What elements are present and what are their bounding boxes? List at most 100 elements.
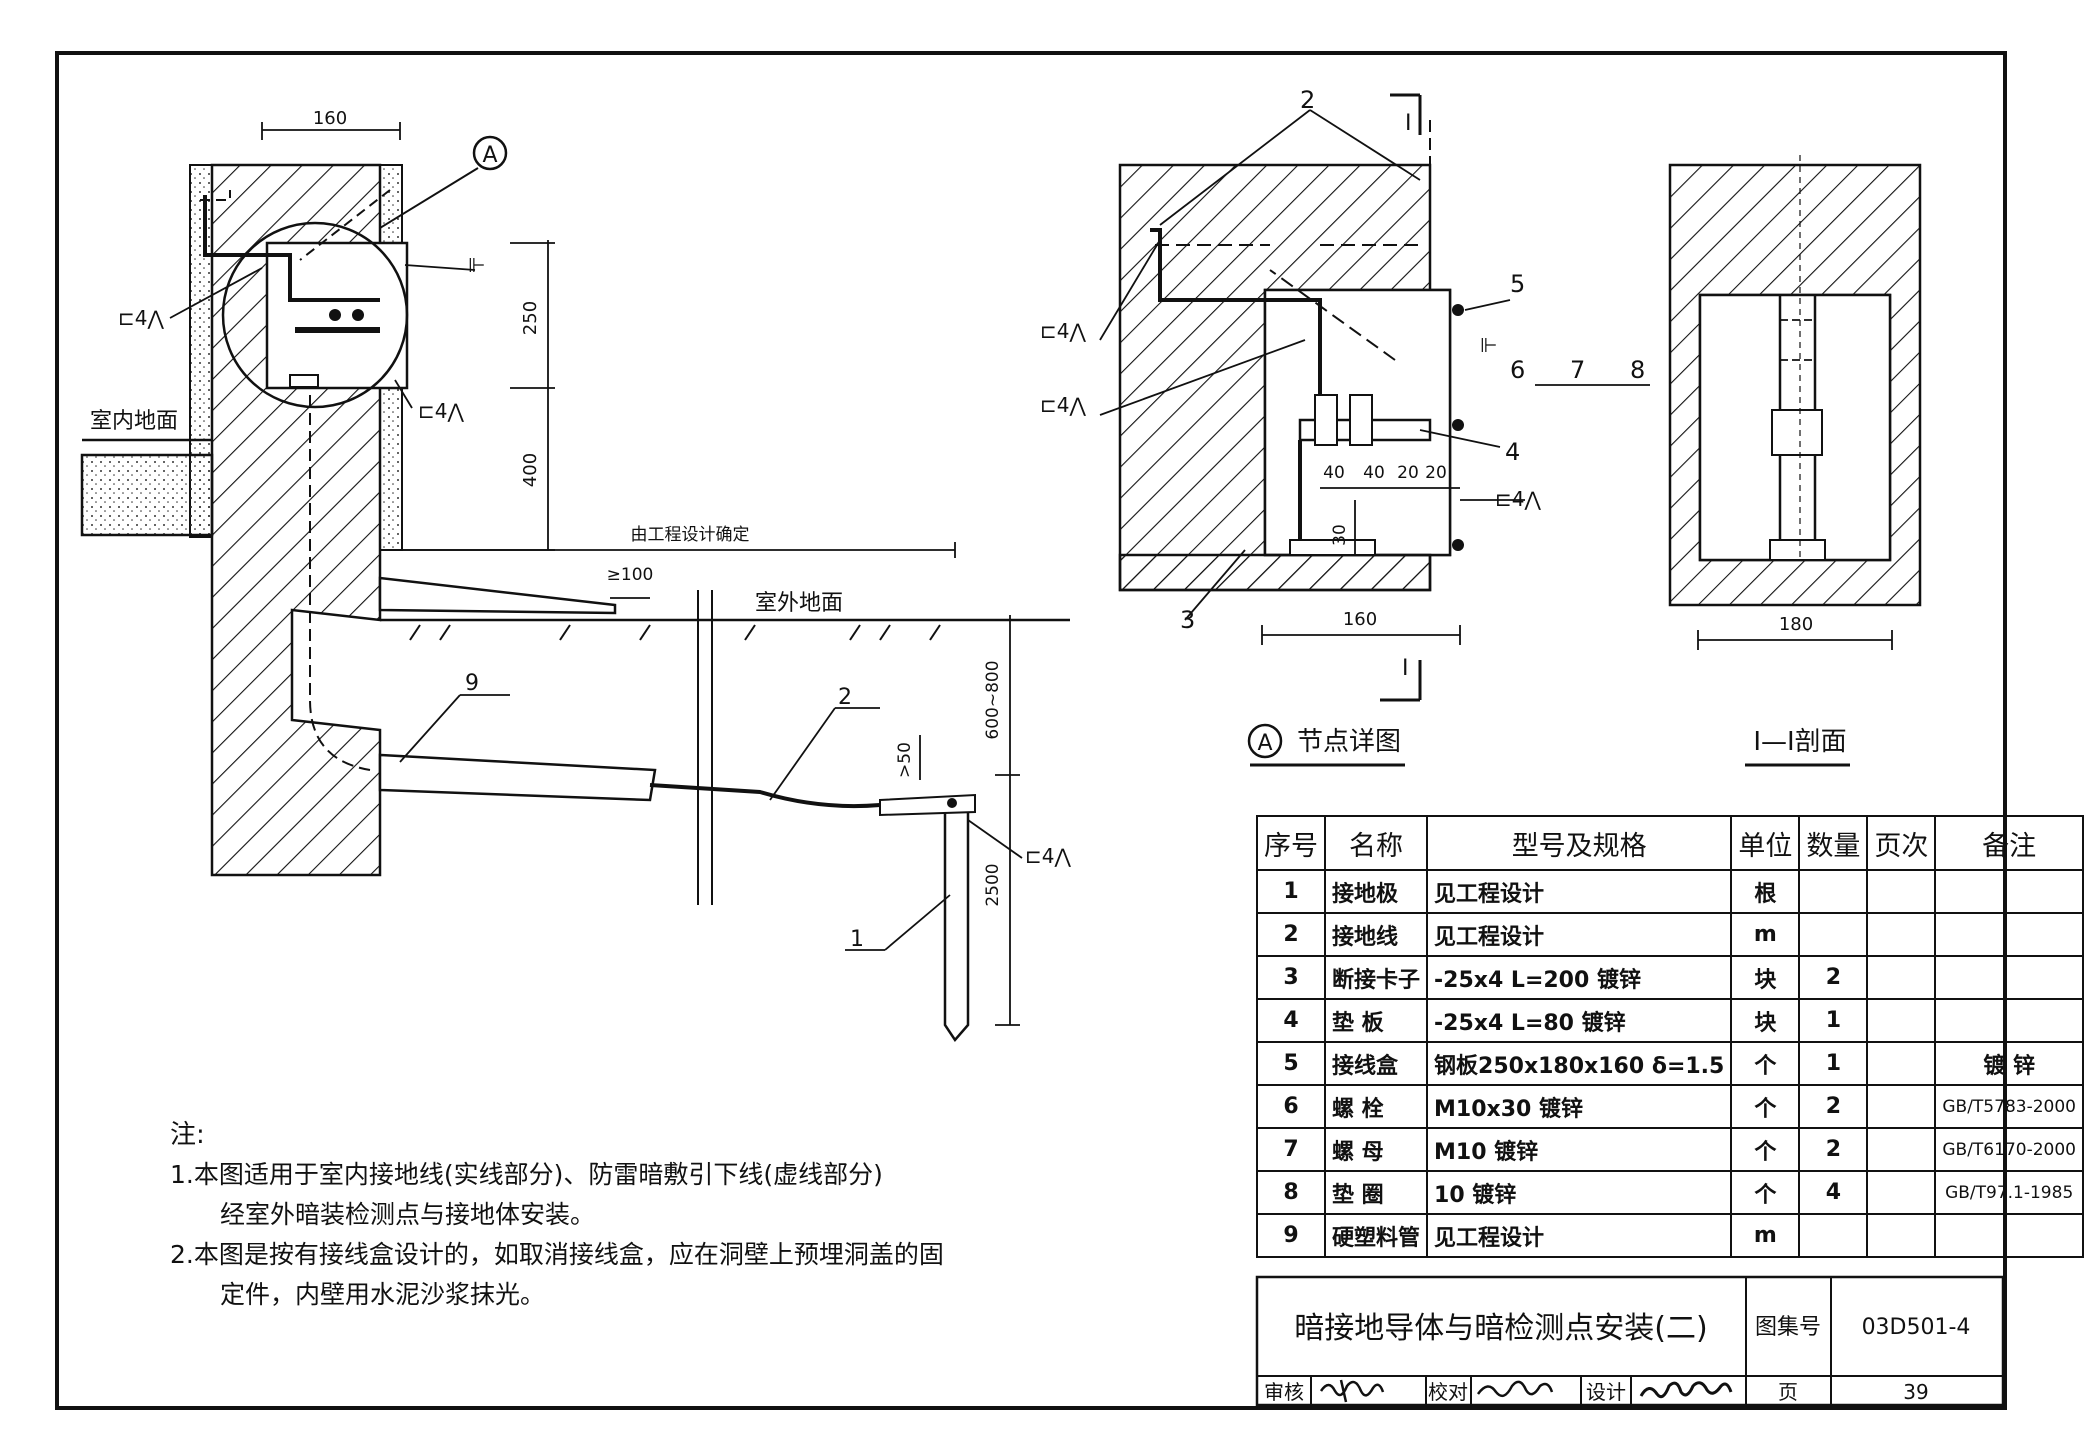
header-spec: 型号及规格 [1426, 815, 1733, 871]
detail-callout-circle [221, 221, 409, 409]
dim-40b: 40 [1363, 463, 1385, 483]
table-row: 1 接地极 见工程设计 根 [1256, 869, 2084, 914]
clamp-mark: ⊩ [468, 253, 485, 277]
callout-7: 7 [1570, 356, 1585, 384]
row-page [1866, 1170, 1937, 1215]
callout-5: 5 [1510, 270, 1525, 298]
detail-title: 节点详图 [1297, 727, 1401, 757]
callout-6: 6 [1510, 356, 1525, 384]
row-qty [1798, 869, 1869, 914]
dim-by-design: 由工程设计确定 [631, 525, 750, 545]
callout-2-detail: 2 [1300, 86, 1315, 114]
row-note [1934, 998, 2084, 1043]
weld-mark-3: ⊏4⋀ [1025, 844, 1071, 868]
row-no: 7 [1256, 1127, 1326, 1172]
row-qty [1798, 912, 1869, 957]
section-i-i: 180 I—I剖面 [1668, 155, 1922, 767]
row-no: 9 [1256, 1213, 1326, 1258]
header-name: 名称 [1323, 815, 1429, 871]
label-outdoor-ground: 室外地面 [755, 591, 843, 616]
header-note: 备注 [1934, 815, 2084, 871]
row-spec: M10 镀锌 [1426, 1127, 1733, 1172]
row-no: 3 [1256, 955, 1326, 1000]
signature-check [1476, 1380, 1554, 1398]
drawing-frame [55, 51, 2007, 1410]
row-name: 螺 栓 [1323, 1084, 1429, 1129]
dim-ge100: ≥100 [607, 565, 654, 585]
row-unit: m [1730, 912, 1801, 957]
dim-gt50: >50 [895, 742, 915, 778]
row-note: GB/T5783-2000 [1934, 1084, 2084, 1129]
row-name: 断接卡子 [1323, 955, 1429, 1000]
drawing-title: 暗接地导体与暗检测点安装(二) [1294, 1311, 1707, 1346]
row-unit: 个 [1730, 1084, 1801, 1129]
row-spec: 见工程设计 [1426, 912, 1733, 957]
indoor-floor-slab [80, 453, 214, 537]
dim-400: 400 [520, 453, 541, 487]
row-spec: M10x30 镀锌 [1426, 1084, 1733, 1129]
row-spec: 10 镀锌 [1426, 1170, 1733, 1215]
row-spec: 钢板250x180x160 δ=1.5 [1426, 1041, 1733, 1086]
row-name: 硬塑料管 [1323, 1213, 1429, 1258]
dim-30: 30 [1330, 524, 1350, 546]
row-note: GB/T97.1-1985 [1934, 1170, 2084, 1215]
row-unit: 块 [1730, 998, 1801, 1043]
dim-250: 250 [520, 301, 541, 335]
row-note [1934, 912, 2084, 957]
row-page [1866, 869, 1937, 914]
row-no: 6 [1256, 1084, 1326, 1129]
detail-a-letter: A [482, 143, 497, 168]
row-spec: 见工程设计 [1426, 869, 1733, 914]
table-header-row: 序号 名称 型号及规格 单位 数量 页次 备注 [1256, 815, 2084, 871]
row-page [1866, 955, 1937, 1000]
down-conductor-dashed [200, 189, 391, 261]
table-row: 5 接线盒 钢板250x180x160 δ=1.5 个 1 镀 锌 [1256, 1041, 2084, 1086]
table-row: 4 垫 板 -25x4 L=80 镀锌 块 1 [1256, 998, 2084, 1043]
header-unit: 单位 [1730, 815, 1801, 871]
row-qty: 2 [1798, 955, 1869, 1000]
callout-2-main: 2 [838, 685, 852, 710]
page-number: 39 [1903, 1380, 1928, 1404]
note-1: 1.本图适用于室内接地线(实线部分)、防雷暗敷引下线(虚线部分) [170, 1160, 883, 1189]
row-page [1866, 912, 1937, 957]
detail-title-letter: A [1257, 731, 1272, 756]
dim-600-800: 600~800 [983, 660, 1003, 739]
detail-a: I I 160 40 40 20 20 30 2 3 4 5 6 7 8 [1040, 86, 1650, 767]
table-row: 9 硬塑料管 见工程设计 m [1256, 1213, 2084, 1258]
callout-9: 9 [465, 671, 479, 696]
weld-mark-6: ⊏4⋀ [1495, 487, 1541, 511]
note-2: 2.本图是按有接线盒设计的，如取消接线盒，应在洞壁上预埋洞盖的固 [170, 1240, 944, 1269]
callout-8: 8 [1630, 356, 1645, 384]
title-block: 暗接地导体与暗检测点安装(二) 图集号 03D501-4 审核 校对 设计 页 … [1255, 1275, 2005, 1407]
row-note: 镀 锌 [1934, 1041, 2084, 1086]
apron-slope [378, 576, 617, 615]
atlas-label: 图集号 [1755, 1315, 1821, 1340]
callout-4: 4 [1505, 438, 1520, 466]
row-name: 垫 圈 [1323, 1170, 1429, 1215]
callout-1: 1 [850, 927, 864, 952]
row-qty: 1 [1798, 1041, 1869, 1086]
dim-20a: 20 [1397, 463, 1419, 483]
label-indoor-floor: 室内地面 [90, 409, 178, 434]
row-unit: m [1730, 1213, 1801, 1258]
dim-2500: 2500 [983, 863, 1003, 906]
dim-40a: 40 [1323, 463, 1345, 483]
weld-mark-1: ⊏4⋀ [118, 306, 164, 330]
table-row: 6 螺 栓 M10x30 镀锌 个 2 GB/T5783-2000 [1256, 1084, 2084, 1129]
row-qty: 1 [1798, 998, 1869, 1043]
section-title: I—I剖面 [1753, 727, 1846, 757]
row-spec: -25x4 L=200 镀锌 [1426, 955, 1733, 1000]
notes-heading: 注: [170, 1120, 205, 1150]
weld-mark-2: ⊏4⋀ [418, 399, 464, 423]
review-label: 审核 [1264, 1380, 1304, 1404]
row-no: 4 [1256, 998, 1326, 1043]
row-note: GB/T6170-2000 [1934, 1127, 2084, 1172]
row-qty: 4 [1798, 1170, 1869, 1215]
row-name: 垫 板 [1323, 998, 1429, 1043]
table-row: 8 垫 圈 10 镀锌 个 4 GB/T97.1-1985 [1256, 1170, 2084, 1215]
main-elevation: A [80, 108, 1071, 1043]
parts-table: 序号 名称 型号及规格 单位 数量 页次 备注 1 接地极 见工程设计 根 2 … [1256, 815, 2084, 1258]
atlas-number: 03D501-4 [1862, 1315, 1971, 1340]
weld-mark-4: ⊏4⋀ [1040, 319, 1086, 343]
